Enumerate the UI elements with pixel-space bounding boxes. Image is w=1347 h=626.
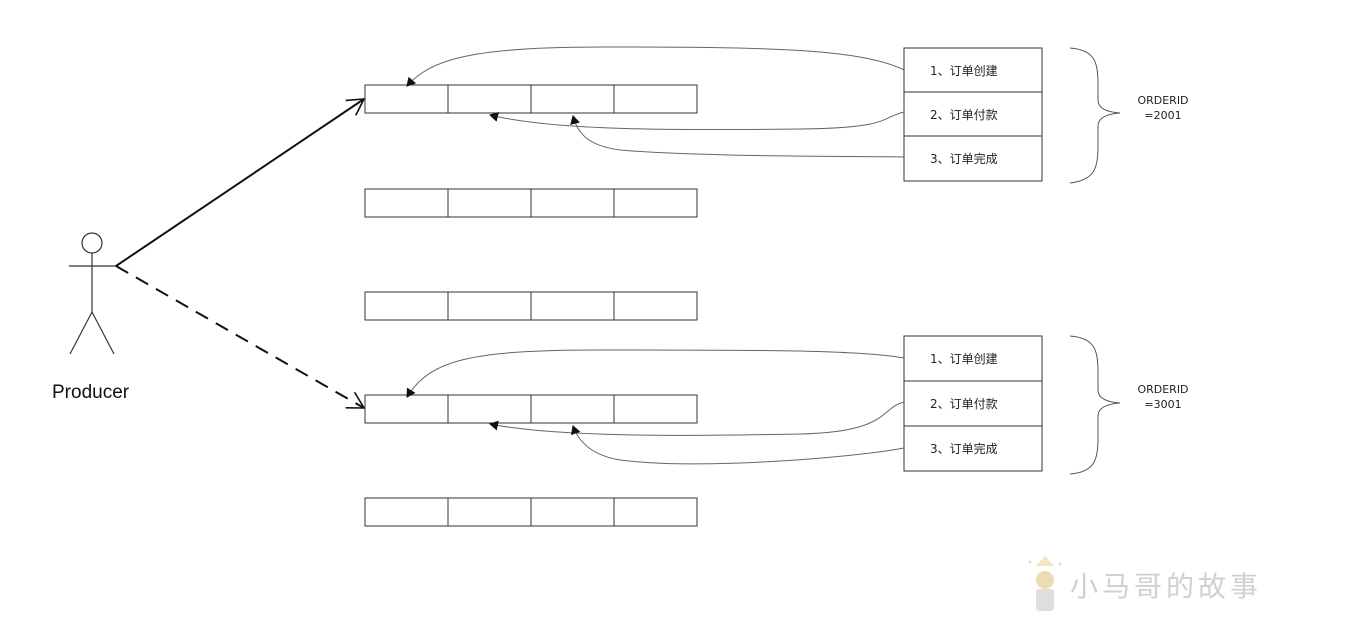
step-row — [903, 335, 1043, 382]
queue-row-1 — [364, 84, 698, 114]
queue-slot — [447, 188, 532, 218]
pay-flow-curve-2 — [489, 401, 905, 436]
step-row — [903, 425, 1043, 472]
queue-slot — [530, 291, 615, 321]
queue-slot — [530, 394, 615, 424]
queue-slot — [613, 497, 698, 527]
watermark-logo-icon — [1028, 556, 1062, 611]
step-row — [903, 380, 1043, 427]
watermark: 小马哥的故事 — [1028, 556, 1262, 611]
create-flow-curve-1 — [406, 46, 905, 87]
complete-flow-curve-2 — [570, 425, 905, 465]
producer-actor-icon — [69, 232, 116, 355]
queue-slot — [364, 497, 449, 527]
group-brace-1 — [1069, 47, 1121, 184]
orderid-label-line1: ORDERID — [1137, 94, 1188, 107]
orderid-label-line1: ORDERID — [1137, 383, 1188, 396]
group-brace-2 — [1069, 335, 1121, 475]
actor-right-leg — [91, 311, 115, 355]
queue-slot — [364, 188, 449, 218]
queue-slot — [447, 84, 532, 114]
orderid-label-line2: =2001 — [1144, 109, 1181, 122]
step-label: 2、订单付款 — [930, 108, 998, 122]
step-label: 1、订单创建 — [930, 64, 998, 78]
queue-slot — [530, 497, 615, 527]
step-label: 2、订单付款 — [930, 397, 998, 411]
step-label: 3、订单完成 — [930, 441, 998, 456]
dashed-send-arrow — [115, 265, 366, 409]
pay-flow-curve-1 — [489, 111, 905, 131]
step-row — [903, 91, 1043, 137]
step-label: 3、订单完成 — [930, 151, 998, 166]
orderid-label-line2: =3001 — [1144, 398, 1181, 411]
queue-slot — [447, 394, 532, 424]
order-steps-table-2: 1、订单创建 2、订单付款 3、订单完成 — [903, 335, 1043, 472]
queue-slot — [364, 84, 449, 114]
watermark-text: 小马哥的故事 — [1070, 570, 1262, 603]
queue-slot — [364, 394, 449, 424]
step-label: 1、订单创建 — [930, 352, 998, 366]
queue-slot — [364, 291, 449, 321]
order-steps-table-1: 1、订单创建 2、订单付款 3、订单完成 — [903, 47, 1043, 182]
queue-slot — [447, 497, 532, 527]
queue-slot — [613, 291, 698, 321]
queue-slot — [447, 291, 532, 321]
create-flow-curve-2 — [406, 349, 905, 398]
complete-flow-curve-1 — [570, 115, 905, 158]
queue-row-2 — [364, 188, 698, 218]
queue-slot — [613, 188, 698, 218]
solid-send-arrow — [115, 98, 366, 267]
queue-row-3 — [364, 291, 698, 321]
queue-slot — [530, 188, 615, 218]
actor-head — [81, 232, 103, 254]
producer-label: Producer — [52, 382, 130, 403]
actor-left-leg — [69, 311, 93, 355]
queue-slot — [530, 84, 615, 114]
queue-slot — [613, 394, 698, 424]
queue-slot — [613, 84, 698, 114]
queue-row-5 — [364, 497, 698, 527]
step-row — [903, 135, 1043, 182]
queue-row-4 — [364, 394, 698, 424]
